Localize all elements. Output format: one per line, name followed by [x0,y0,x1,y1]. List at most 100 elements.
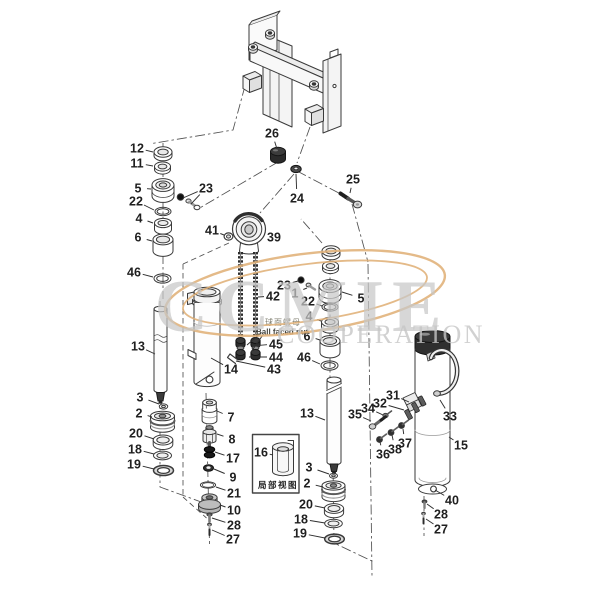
leader-line-5 [341,291,353,296]
callout-label-5: 5 [135,181,142,195]
leader-line-27 [211,529,225,536]
right-cylinder-barrel-15 [410,330,451,495]
callout-label-32: 32 [373,396,387,410]
leader-line-23 [182,191,198,199]
callout-label-46: 46 [297,350,311,364]
rod-end-bearing-39 [231,211,267,255]
leader-line-31 [401,398,410,403]
leader-line-23 [292,280,299,283]
callout-label-15: 15 [454,438,468,452]
leader-line-46 [142,273,154,278]
note-leaders [246,332,263,353]
callout-label-3: 3 [137,390,144,404]
grease-fitting-23 [176,193,201,211]
leader-line-28 [211,517,226,523]
callout-label-4: 4 [136,211,143,225]
right-seal-stack [297,245,342,371]
leader-line-26 [274,141,278,150]
leader-line-33 [439,399,446,409]
callout-label-19: 19 [293,526,307,540]
leader-line-34 [375,411,384,416]
leader-line-15 [448,436,454,441]
leader-line-37 [402,428,405,435]
leader-line-35 [363,417,372,422]
callout-label-28: 28 [434,507,448,521]
leader-line-2 [147,415,153,418]
callout-label-22: 22 [129,194,143,208]
callout-label-13: 13 [131,339,145,353]
right-piston-rod-13 [326,376,342,475]
callout-label-6: 6 [304,329,311,343]
center-fitting-stack [198,398,221,536]
callout-label-2: 2 [304,476,311,490]
callout-label-40: 40 [445,493,459,507]
bolt-25 [338,191,363,209]
ball-faced-nut-label-en: Ball faced nut [256,328,309,337]
mounting-bracket [242,10,342,134]
callout-label-19: 19 [127,457,141,471]
bracket-pin-knob [265,29,275,40]
leader-line-10 [219,504,226,508]
callout-label-38: 38 [388,442,402,456]
callout-label-26: 26 [265,126,279,140]
bracket-pin-knob [248,43,258,54]
leader-line-19 [308,534,326,539]
leader-line-12 [145,149,154,153]
leader-line-22 [316,303,323,307]
leader-line-40 [434,489,445,496]
leader-line-41 [220,233,225,236]
bracket-pin-knob [309,80,319,91]
leader-line-43 [235,360,266,368]
watermark: CCMIE COOPERATION [155,248,485,349]
bracket-pad [242,71,262,93]
ball-faced-nut-label-cn: 球面螺母 [265,317,301,327]
callout-label-34: 34 [361,401,375,415]
callout-label-35: 35 [348,407,362,421]
callout-label-23: 23 [199,181,213,195]
callout-label-25: 25 [346,172,360,186]
callout-label-22: 22 [301,294,315,308]
leader-line-22 [143,204,155,211]
leader-line-23 [190,194,201,205]
watermark-subtitle-text: COOPERATION [277,320,485,349]
callout-label-17: 17 [226,451,240,465]
leader-line-21 [215,486,226,491]
valve-fitting-cluster [368,392,427,443]
left-piston-stack [149,403,176,477]
callout-label-18: 18 [294,512,308,526]
leader-line-8 [216,433,224,437]
leader-line-25 [349,187,352,194]
callout-label-37: 37 [398,436,412,450]
detail-view-box [251,433,300,494]
callout-label-5: 5 [358,291,365,305]
leader-line-45 [251,344,268,347]
leader-line-13 [145,349,156,355]
right-piston-stack [321,472,346,545]
callout-label-45: 45 [269,337,283,351]
leader-line-36 [379,441,382,446]
callout-label-20: 20 [299,497,313,511]
leader-line-16 [269,453,274,456]
leader-line-17 [214,451,225,456]
callout-label-16: 16 [254,445,268,459]
watermark-ellipse-outer [163,248,447,338]
left-piston-rod-13 [153,305,168,404]
leader-line-20 [314,505,326,509]
callout-label-21: 21 [227,486,241,500]
callout-label-10: 10 [227,503,241,517]
retainer-ring-41 [223,232,234,241]
leader-line-19 [142,465,155,470]
callout-label-42: 42 [266,289,280,303]
callout-label-3: 3 [306,460,313,474]
leader-line-28 [426,503,434,510]
callout-label-18: 18 [128,442,142,456]
callout-label-11: 11 [130,156,143,170]
callout-label-46: 46 [127,265,141,279]
detail-view-label: 局部视图 [257,480,298,490]
leader-line-46 [312,360,321,365]
leader-line-6 [315,338,321,341]
callout-label-9: 9 [230,470,237,484]
leader-line-38 [391,434,394,441]
